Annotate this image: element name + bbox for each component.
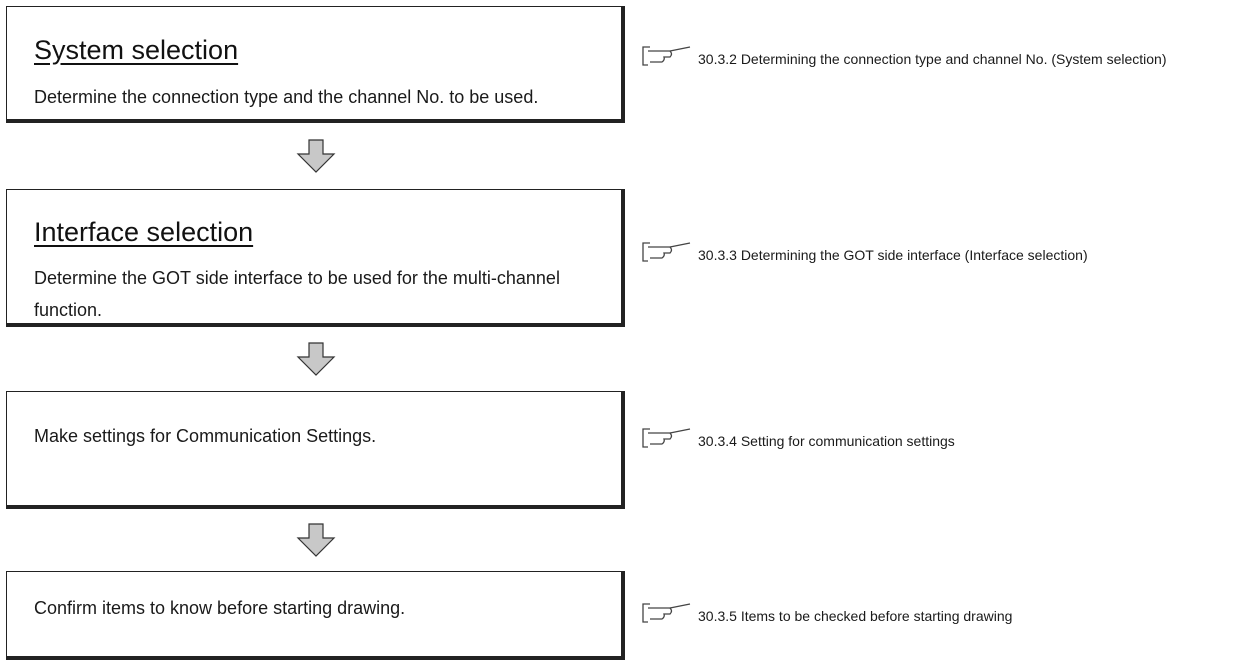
step-box-communication-settings: Make settings for Communication Settings… <box>6 391 625 509</box>
step-description: Determine the connection type and the ch… <box>34 87 539 107</box>
reference-interface-selection[interactable]: 30.3.3 Determining the GOT side interfac… <box>640 242 1248 269</box>
step-box-confirm-items: Confirm items to know before starting dr… <box>6 571 625 660</box>
reference-text: 30.3.4 Setting for communication setting… <box>698 433 955 449</box>
reference-hand-icon <box>642 603 691 623</box>
step-description: Determine the GOT side interface to be u… <box>34 268 560 320</box>
reference-text: 30.3.5 Items to be checked before starti… <box>698 608 1013 624</box>
reference-hand-icon <box>642 46 691 66</box>
step-box-system-selection: System selection Determine the connectio… <box>6 6 625 123</box>
step-description: Make settings for Communication Settings… <box>34 426 377 446</box>
reference-confirm-items[interactable]: 30.3.5 Items to be checked before starti… <box>640 603 1248 630</box>
reference-text: 30.3.3 Determining the GOT side interfac… <box>698 247 1088 263</box>
down-arrow-icon <box>296 523 336 557</box>
step-description: Confirm items to know before starting dr… <box>34 598 406 618</box>
down-arrow-icon <box>296 342 336 376</box>
reference-hand-icon <box>642 428 691 448</box>
reference-system-selection[interactable]: 30.3.2 Determining the connection type a… <box>640 46 1248 73</box>
step-title: System selection <box>34 35 239 65</box>
reference-text: 30.3.2 Determining the connection type a… <box>698 51 1167 67</box>
step-title: Interface selection <box>34 217 254 247</box>
down-arrow-icon <box>296 139 336 173</box>
step-box-interface-selection: Interface selection Determine the GOT si… <box>6 189 625 327</box>
reference-communication-settings[interactable]: 30.3.4 Setting for communication setting… <box>640 428 1248 455</box>
reference-hand-icon <box>642 242 691 262</box>
